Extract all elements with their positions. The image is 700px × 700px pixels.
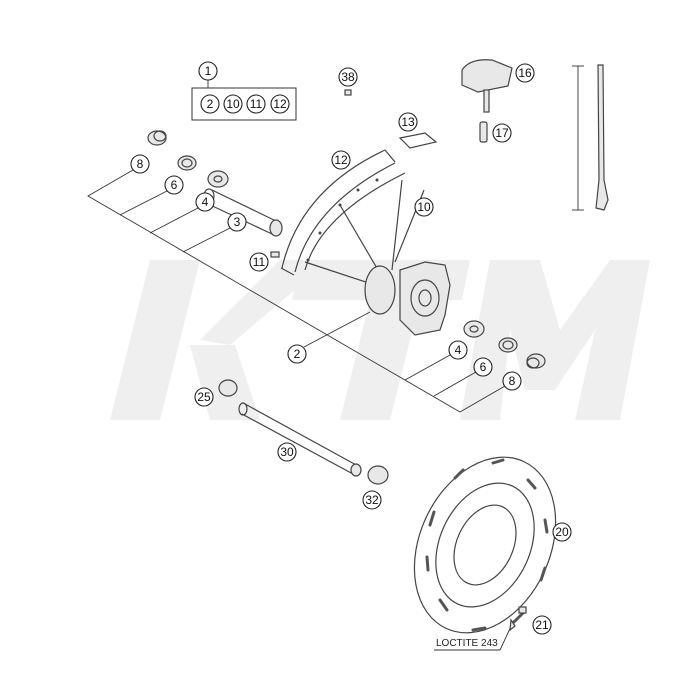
axle-nut [367, 465, 389, 485]
callout-label: 10 [226, 97, 240, 111]
loctite-note: LOCTITE 243 [436, 638, 498, 649]
callout-label: 3 [234, 215, 241, 229]
right-bearings [463, 320, 546, 369]
callout-label: 12 [334, 153, 348, 167]
kit-callout-11[interactable]: 11 [246, 94, 266, 114]
rim-tape [398, 132, 438, 149]
callout-20[interactable]: 20 [552, 522, 572, 542]
disc-bolt [509, 606, 527, 632]
spacer-tube [203, 188, 283, 237]
callout-4-right[interactable]: 4 [448, 340, 468, 360]
callout-label: 13 [401, 115, 415, 129]
callout-8-right[interactable]: 8 [502, 371, 522, 391]
brake-disc [413, 456, 557, 634]
callout-16[interactable]: 16 [515, 63, 535, 83]
plug [344, 89, 352, 96]
hub [364, 261, 451, 336]
callout-label: 16 [518, 66, 532, 80]
callout-label: 32 [365, 493, 379, 507]
callout-label: 8 [137, 157, 144, 171]
callout-8-left[interactable]: 8 [130, 154, 150, 174]
callout-32[interactable]: 32 [362, 490, 382, 510]
callout-label: 11 [253, 255, 266, 269]
callout-30[interactable]: 30 [277, 442, 297, 462]
callout-label: 10 [417, 200, 431, 214]
spoke-nipple [270, 251, 280, 258]
leader-lines [87, 169, 515, 651]
spoke-gauge [572, 64, 609, 211]
callout-6-right[interactable]: 6 [473, 357, 493, 377]
callout-21[interactable]: 21 [532, 615, 552, 635]
callout-label: 1 [205, 64, 212, 78]
kit-box [191, 87, 297, 121]
callout-label: 11 [250, 97, 263, 111]
axle [238, 402, 362, 477]
callout-label: 4 [202, 195, 209, 209]
kit-callout-10[interactable]: 10 [223, 94, 243, 114]
callout-label: 17 [495, 126, 509, 140]
callout-2[interactable]: 2 [287, 344, 307, 364]
callout-25[interactable]: 25 [194, 387, 214, 407]
callout-label: 38 [341, 70, 355, 84]
callout-11[interactable]: 11 [249, 252, 269, 272]
axle-spacer [218, 379, 238, 397]
callout-label: 4 [455, 343, 462, 357]
callout-label: 6 [171, 178, 178, 192]
callout-label: 30 [280, 445, 294, 459]
left-bearings [147, 130, 229, 188]
callout-10[interactable]: 10 [414, 197, 434, 217]
callout-13[interactable]: 13 [398, 112, 418, 132]
callout-label: 2 [207, 97, 214, 111]
valve [461, 59, 513, 143]
kit-callout-12[interactable]: 12 [270, 94, 290, 114]
callout-label: 25 [197, 390, 211, 404]
callout-label: 21 [535, 618, 549, 632]
callout-1[interactable]: 1 [198, 61, 218, 81]
callout-12[interactable]: 12 [331, 150, 351, 170]
callout-17[interactable]: 17 [492, 123, 512, 143]
callout-4-left[interactable]: 4 [195, 192, 215, 212]
callout-label: 2 [294, 347, 301, 361]
callout-label: 12 [273, 97, 287, 111]
callout-label: 6 [480, 360, 487, 374]
kit-callout-2[interactable]: 2 [200, 94, 220, 114]
rim [280, 149, 406, 276]
callout-3[interactable]: 3 [227, 212, 247, 232]
callout-6-left[interactable]: 6 [164, 175, 184, 195]
callout-38[interactable]: 38 [338, 67, 358, 87]
callout-label: 8 [509, 374, 516, 388]
callout-label: 20 [555, 525, 569, 539]
